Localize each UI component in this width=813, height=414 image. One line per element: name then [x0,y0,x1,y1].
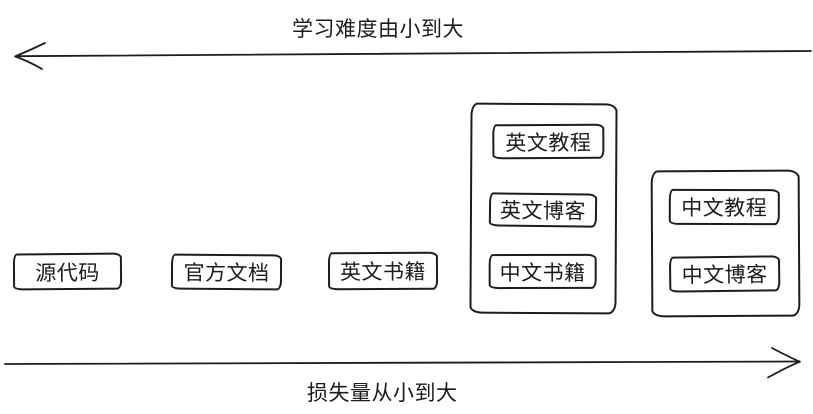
box-chinese-tutorials: 中文教程 [668,188,780,226]
bottom-arrow [4,347,801,379]
top-arrow [14,42,812,70]
box-english-blogs: 英文博客 [488,192,598,228]
top-arrow-line [15,50,812,58]
box-english-books: 英文书籍 [327,251,439,291]
top-arrowhead-left-icon [14,42,46,70]
box-chinese-books: 中文书籍 [488,253,597,290]
bottom-axis-label: 损失量从小到大 [307,382,458,405]
box-english-tutorials: 英文教程 [492,123,605,160]
bottom-arrow-line [4,360,800,365]
box-source-code: 源代码 [12,252,123,291]
bottom-arrowhead-right-icon [767,347,801,379]
top-axis-label: 学习难度由小到大 [292,18,464,41]
group-chinese-resources: 中文教程 中文博客 [650,169,801,318]
box-chinese-blogs: 中文博客 [668,255,781,293]
box-official-docs: 官方文档 [170,253,283,291]
group-english-resources: 英文教程 英文博客 中文书籍 [469,102,618,315]
